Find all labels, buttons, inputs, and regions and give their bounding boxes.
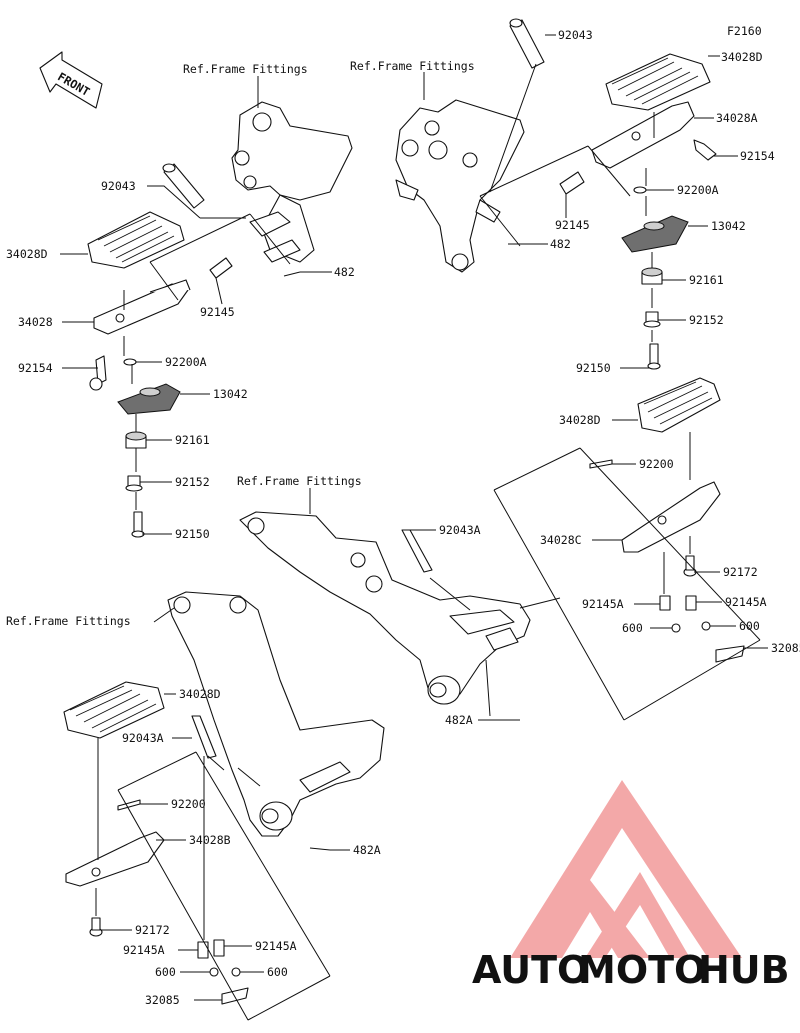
watermark-hub: HUB [698,948,790,992]
part-label: 92145A [123,943,165,957]
watermark-moto: MOTO [578,948,706,992]
grouping-box-lower-left [117,751,331,1021]
frame-bracket-top-left [231,101,353,263]
part-label: 92145A [255,939,297,953]
frame-bracket-top-right [395,99,525,273]
part-label: 92043 [558,28,593,42]
grouping-box-top-right [479,145,631,247]
part-label: 482 [550,237,571,251]
part-label: 34028D [179,687,221,701]
part-label: 92172 [135,923,170,937]
ref-label-top-left: Ref.Frame Fittings [183,62,308,76]
part-label: 92154 [18,361,53,375]
part-label: 32085 [145,993,180,1007]
watermark-auto: AUTO [472,948,589,992]
part-label: 34028D [721,50,763,64]
part-label: 600 [267,965,288,979]
part-label: 482A [353,843,381,857]
part-label: 92043A [439,523,481,537]
part-label: 13042 [711,219,746,233]
part-label: 92161 [175,433,210,447]
figure-code: F2160 [727,24,762,38]
part-label: 34028C [540,533,582,547]
part-label: 482 [334,265,355,279]
part-label: 92161 [689,273,724,287]
part-label: 92145A [582,597,624,611]
footrest-assy-mid-right [401,377,745,663]
part-label: 92172 [723,565,758,579]
part-label: 482A [445,713,473,727]
leader-lines [60,34,768,1001]
ref-label-top-right: Ref.Frame Fittings [350,59,475,73]
part-label: 92152 [689,313,724,327]
front-arrow-icon: FRONT [39,51,103,109]
watermark-triangle-icon [510,780,742,958]
part-label: 92200A [165,355,207,369]
part-label: 92152 [175,475,210,489]
part-label: 34028D [559,413,601,427]
part-label: 92200 [639,457,674,471]
ref-label-lower-left: Ref.Frame Fittings [6,614,131,628]
part-label: 34028A [716,111,758,125]
grouping-box-mid-right [429,447,761,721]
part-label: 600 [739,619,760,633]
part-label: 32085 [771,641,800,655]
frame-bracket-lower-left [167,591,385,837]
part-label: 92145 [555,218,590,232]
footrest-assy-top-left [87,163,233,538]
part-label: 92154 [740,149,775,163]
footrest-assy-lower-left [63,681,331,1005]
part-label: 92043 [101,179,136,193]
part-label: 34028D [6,247,48,261]
grouping-box-top-left [149,213,291,301]
part-label: 600 [622,621,643,635]
part-label: 92150 [175,527,210,541]
part-label: 92150 [576,361,611,375]
part-label: 92145A [725,595,767,609]
ref-label-center: Ref.Frame Fittings [237,474,362,488]
part-label: 92043A [122,731,164,745]
part-label: 34028B [189,833,231,847]
part-label: 92200 [171,797,206,811]
part-label: 34028 [18,315,53,329]
watermark-logo [510,780,742,958]
frame-bracket-center [239,511,531,705]
part-label: 13042 [213,387,248,401]
part-label: 600 [155,965,176,979]
part-label: 92200A [677,183,719,197]
part-label: 92145 [200,305,235,319]
watermark-inner-icon [585,872,690,958]
footrest-assy-top-right [509,18,717,370]
